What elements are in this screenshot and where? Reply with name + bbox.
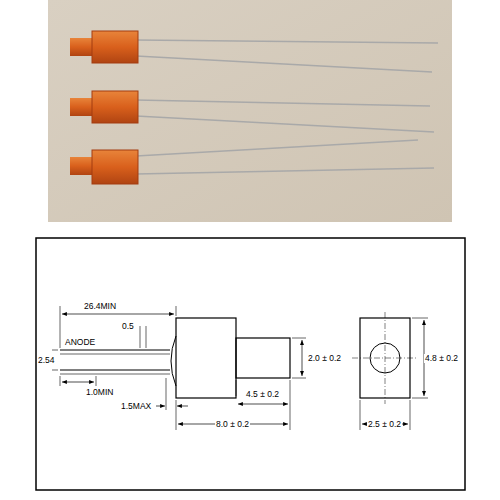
led-body-outline (176, 318, 236, 398)
dimension-line (62, 314, 174, 315)
dimension-line (302, 340, 303, 376)
dimension-label: 26.4MIN (83, 302, 117, 311)
dimension-label: 4.5 ± 0.2 (245, 390, 280, 399)
dimension-label: 0.5 (121, 322, 135, 331)
dimension-label: 4.8 ± 0.2 (424, 354, 459, 363)
anode-lead (60, 350, 170, 351)
led-2 (70, 91, 434, 132)
photo-background (48, 0, 452, 222)
anode-lead-edge (60, 354, 170, 355)
dimension-line (238, 404, 288, 405)
dimension-label: 1.0MIN (85, 388, 114, 397)
dimension-label: 2.0 ± 0.2 (307, 354, 342, 363)
led-tip (70, 157, 94, 175)
led-body (92, 150, 138, 184)
led-1 (70, 31, 438, 72)
led-3 (70, 140, 434, 184)
dimension-label: 8.0 ± 0.2 (215, 420, 250, 429)
dimension-label: 1.5MAX (120, 402, 152, 411)
body-base-curve (171, 336, 176, 386)
led-tip (70, 98, 94, 116)
drawing-frame (36, 238, 465, 490)
dimension-label: 2.5 ± 0.2 (367, 420, 402, 429)
dimension-label: 2.54 (37, 356, 56, 365)
led-body (92, 91, 138, 123)
dimension-label: ANODE (64, 338, 96, 347)
dimension-line (62, 382, 94, 383)
led-tip (70, 38, 94, 56)
dimension-drawing (36, 238, 465, 490)
led-body (92, 31, 138, 63)
cathode-lead (60, 370, 170, 371)
led-lens-outline (236, 338, 290, 378)
cathode-lead-edge (60, 374, 170, 375)
led-photo (48, 0, 452, 222)
